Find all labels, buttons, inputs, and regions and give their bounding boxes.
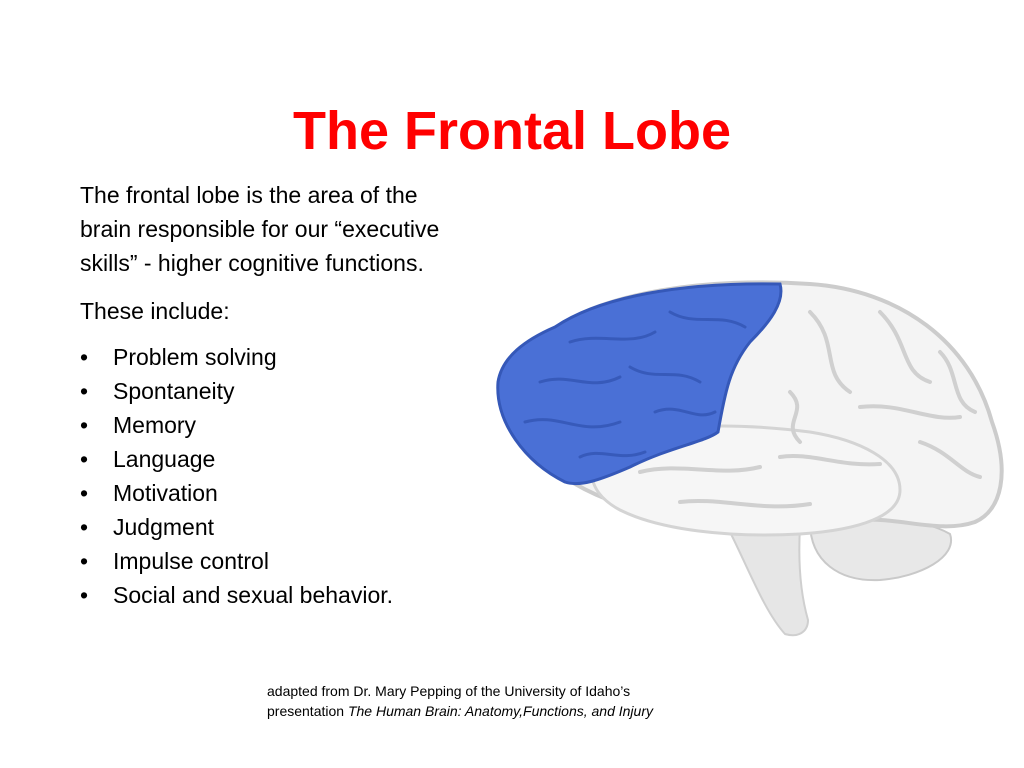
- list-item: • Spontaneity: [80, 374, 470, 408]
- list-item: • Problem solving: [80, 340, 470, 374]
- list-item-label: Spontaneity: [113, 378, 235, 404]
- frontal-lobe-shape: [496, 282, 783, 486]
- list-item: • Social and sexual behavior.: [80, 578, 470, 612]
- list-item-label: Language: [113, 446, 216, 472]
- slide-title: The Frontal Lobe: [293, 101, 731, 161]
- bullet-icon: •: [80, 480, 89, 506]
- list-item: • Motivation: [80, 476, 470, 510]
- list-item: • Memory: [80, 408, 470, 442]
- bullet-icon: •: [80, 514, 89, 540]
- bullet-icon: •: [80, 582, 89, 608]
- bullet-icon: •: [80, 344, 89, 370]
- list-item: • Language: [80, 442, 470, 476]
- list-item-label: Social and sexual behavior.: [113, 582, 394, 608]
- list-item-label: Motivation: [113, 480, 218, 506]
- bullet-icon: •: [80, 412, 89, 438]
- function-list: • Problem solving • Spontaneity • Memory • L…: [80, 340, 470, 612]
- includes-label: These include:: [80, 298, 230, 324]
- brain-illustration: [496, 280, 1004, 637]
- list-item: • Impulse control: [80, 544, 470, 578]
- list-item-label: Memory: [113, 412, 197, 438]
- list-item-label: Judgment: [113, 514, 215, 540]
- intro-paragraph: The frontal lobe is the area of the brai…: [80, 182, 440, 276]
- list-item-label: Impulse control: [113, 548, 269, 574]
- list-item: • Judgment: [80, 510, 470, 544]
- bullet-icon: •: [80, 378, 89, 404]
- frontal-gyri-lines: [523, 310, 747, 459]
- temporal-lobe-shape: [590, 424, 902, 537]
- list-item-label: Problem solving: [113, 344, 277, 370]
- bullet-icon: •: [80, 446, 89, 472]
- bullet-icon: •: [80, 548, 89, 574]
- sulci-lines: [638, 310, 982, 509]
- citation: adapted from Dr. Mary Pepping of the Uni…: [267, 681, 667, 721]
- brain-stem-shape: [728, 525, 810, 637]
- body-text: The frontal lobe is the area of the brai…: [80, 178, 470, 612]
- citation-text: adapted from Dr. Mary Pepping of the Uni…: [267, 683, 631, 719]
- citation-work-title: The Human Brain: Anatomy,Functions, and …: [347, 703, 653, 719]
